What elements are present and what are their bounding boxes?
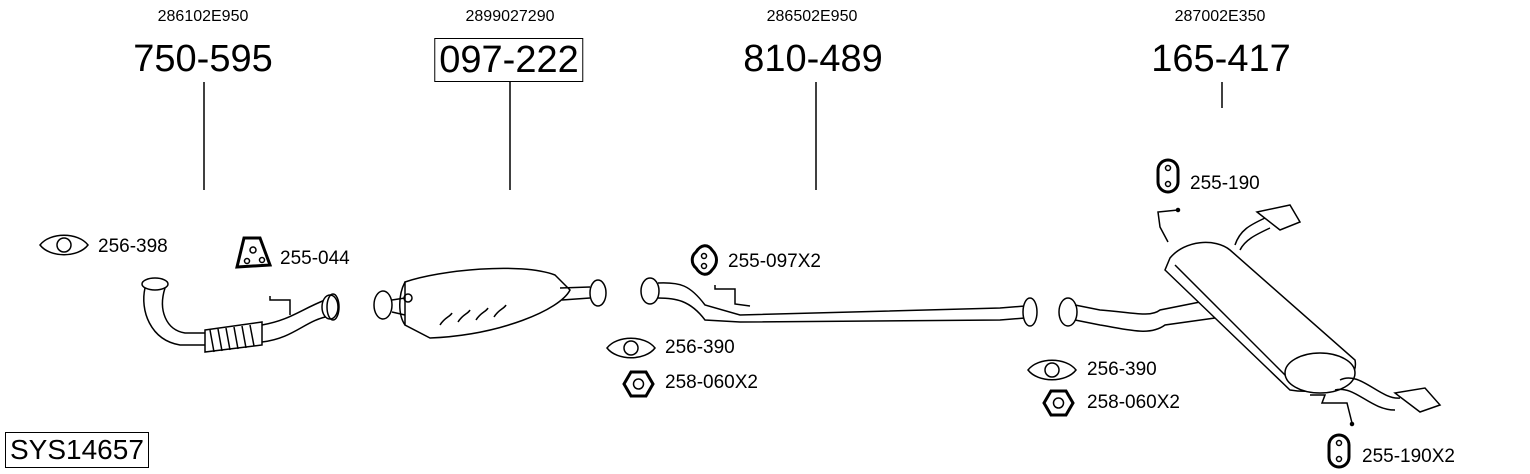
- accessory-label[interactable]: 255-190: [1190, 173, 1260, 194]
- rubber-mount-icon: [235, 236, 273, 269]
- accessory-label[interactable]: 255-190X2: [1362, 446, 1455, 467]
- hex-nut-icon: [622, 370, 655, 398]
- accessory-label[interactable]: 256-398: [98, 236, 168, 257]
- front-pipe[interactable]: [141, 277, 340, 353]
- gasket-icon: [1027, 359, 1077, 381]
- part-number[interactable]: 750-595: [133, 38, 273, 80]
- oem-number: 286502E950: [766, 8, 858, 25]
- accessory-label[interactable]: 255-044: [280, 248, 350, 269]
- gasket-icon: [606, 337, 656, 359]
- rubber-hanger-icon: [1327, 433, 1351, 469]
- rubber-hanger-icon: [690, 244, 718, 276]
- part-number[interactable]: 165-417: [1151, 38, 1291, 80]
- accessory-label[interactable]: 258-060X2: [1087, 392, 1180, 413]
- oem-number: 2899027290: [465, 8, 555, 25]
- accessory-label[interactable]: 258-060X2: [665, 372, 758, 393]
- accessory-label[interactable]: 256-390: [1087, 359, 1157, 380]
- part-number[interactable]: 810-489: [743, 38, 883, 80]
- catalytic-converter[interactable]: [373, 267, 607, 339]
- middle-pipe[interactable]: [640, 277, 1038, 327]
- system-id: SYS14657: [5, 432, 149, 468]
- hex-nut-icon: [1042, 389, 1075, 417]
- part-number[interactable]: 097-222: [434, 38, 584, 82]
- oem-number: 286102E950: [157, 8, 249, 25]
- gasket-icon: [39, 234, 89, 256]
- oem-number: 287002E350: [1174, 8, 1266, 25]
- accessory-label[interactable]: 255-097X2: [728, 251, 821, 272]
- rear-muffler[interactable]: [1058, 204, 1442, 427]
- rubber-hanger-icon: [1156, 158, 1180, 194]
- accessory-label[interactable]: 256-390: [665, 337, 735, 358]
